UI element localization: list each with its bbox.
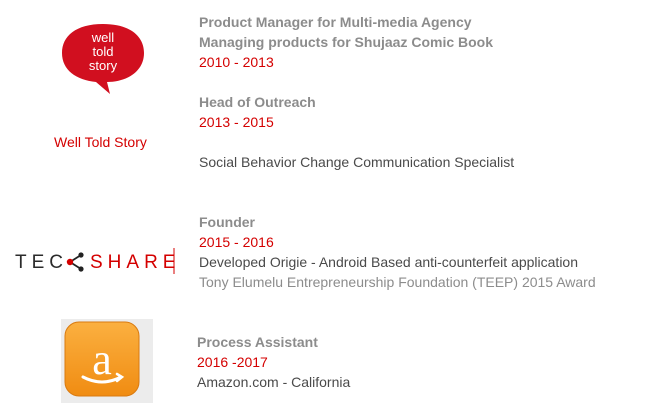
share-icon bbox=[66, 252, 84, 272]
well-told-story-logo: well told story bbox=[62, 24, 144, 94]
logo-word-2: told bbox=[93, 44, 114, 59]
logo-word-1: well bbox=[91, 30, 115, 45]
amazon-letter: a bbox=[92, 335, 112, 384]
job-description: Managing products for Shujaaz Comic Book bbox=[199, 34, 494, 50]
job-years: 2016 -2017 bbox=[197, 354, 268, 370]
amazon-smile-arrow bbox=[81, 375, 123, 384]
amazon-app-icon: a bbox=[61, 319, 153, 403]
well-told-story-section: Product Manager for Multi-media Agency M… bbox=[199, 12, 514, 172]
logo-text-left: TEC bbox=[15, 252, 68, 273]
logo-word-3: story bbox=[89, 58, 118, 73]
amazon-section: Process Assistant 2016 -2017 Amazon.com … bbox=[197, 332, 350, 392]
job-title: Process Assistant bbox=[197, 334, 318, 350]
logo-text-right: SHARE bbox=[90, 252, 176, 273]
job-years: 2010 - 2013 bbox=[199, 54, 274, 70]
job-title: Product Manager for Multi-media Agency bbox=[199, 14, 472, 30]
award-text: Tony Elumelu Entrepreneurship Foundation… bbox=[199, 274, 596, 290]
techshare-section: Founder 2015 - 2016 Developed Origie - A… bbox=[199, 212, 596, 292]
job-title: Social Behavior Change Communication Spe… bbox=[199, 154, 515, 170]
job-years: 2015 - 2016 bbox=[199, 234, 274, 250]
company-caption: Well Told Story bbox=[54, 134, 147, 150]
job-years: 2013 - 2015 bbox=[199, 114, 274, 130]
job-title: Head of Outreach bbox=[199, 94, 316, 110]
job-description: Amazon.com - California bbox=[197, 374, 351, 390]
job-description: Developed Origie - Android Based anti-co… bbox=[199, 254, 579, 270]
techshare-logo: TEC SHARE bbox=[15, 248, 176, 274]
job-title: Founder bbox=[199, 214, 255, 230]
